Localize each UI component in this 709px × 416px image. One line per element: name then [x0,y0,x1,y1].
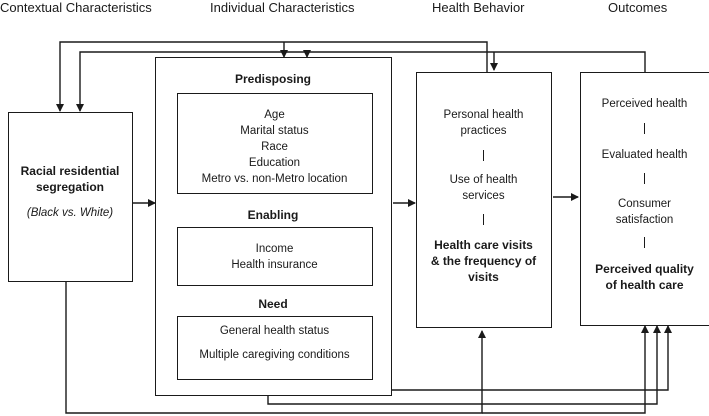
behavior-item3-line2: & the frequency of [430,254,537,268]
behavior-item2-line2: services [462,190,505,202]
outcomes-item2: Evaluated health [601,149,688,161]
contextual-subtitle: (Black vs. White) [26,207,114,219]
enabling-item: Health insurance [231,259,318,271]
enabling-title: Enabling [247,208,299,222]
header-contextual: Contextual Characteristics [0,0,152,15]
outcomes-connector-2 [644,173,646,184]
behavior-item2-line1: Use of health [449,174,518,186]
header-individual: Individual Characteristics [210,0,355,15]
behavior-item1-line1: Personal health [443,109,524,121]
predisposing-title: Predisposing [234,72,311,86]
behavior-item3-line3: visits [468,270,499,284]
predisposing-item: Race [261,141,288,153]
header-outcomes: Outcomes [608,0,668,15]
outcomes-connector-3 [644,237,646,248]
predisposing-item: Age [264,109,285,121]
contextual-box: Racial residential segregation (Black vs… [8,112,133,282]
outcomes-connector-1 [644,123,646,134]
predisposing-item: Marital status [240,125,309,137]
need-box: General health status Multiple caregivin… [177,316,373,380]
enabling-box: Income Health insurance [177,227,373,286]
need-item: Multiple caregiving conditions [199,349,350,361]
predisposing-item: Education [248,157,301,169]
predisposing-box: Age Marital status Race Education Metro … [177,93,373,194]
outcomes-item1: Perceived health [601,98,688,110]
behavior-connector-1 [483,150,485,161]
header-behavior: Health Behavior [432,0,525,15]
behavior-item3-line1: Health care visits [434,238,533,252]
contextual-title-line2: segregation [35,180,104,194]
outcomes-item3-line2: satisfaction [615,214,674,226]
contextual-title-line1: Racial residential [20,164,120,178]
outcomes-box: Perceived health Evaluated health Consum… [580,72,709,326]
enabling-item: Income [255,243,294,255]
predisposing-item: Metro vs. non-Metro location [201,173,348,185]
behavior-item1-line2: practices [460,125,507,137]
outcomes-item4-line1: Perceived quality [595,262,694,276]
behavior-connector-2 [483,214,485,225]
need-item: General health status [219,325,330,337]
outcomes-item4-line2: of health care [605,278,684,292]
behavior-box: Personal health practices Use of health … [416,72,552,328]
outcomes-item3-line1: Consumer [617,198,672,210]
need-title: Need [258,297,288,311]
